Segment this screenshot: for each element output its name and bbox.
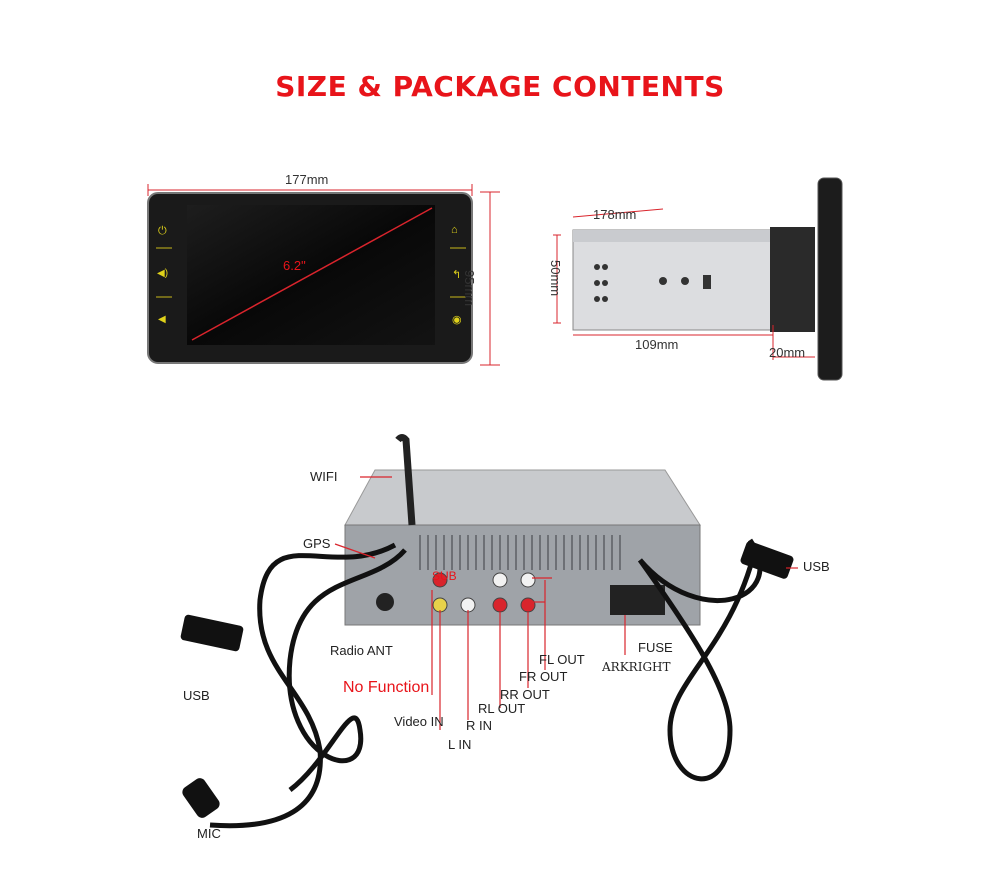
volume-up-icon[interactable]: ◀) — [157, 268, 169, 279]
side-height-label: 50mm — [548, 260, 563, 297]
no-function-label: No Function — [343, 679, 430, 696]
power-icon[interactable]: ⏻ — [158, 225, 167, 237]
volume-down-icon[interactable]: ◀ — [158, 314, 166, 325]
side-view: 178mm 50mm 109mm 20mm — [545, 175, 850, 385]
rear-view-drawing — [180, 434, 798, 829]
usb-right-label: USB — [803, 559, 830, 574]
video-in-label: Video IN — [394, 714, 444, 729]
wifi-label: WIFI — [310, 469, 338, 484]
gps-label: GPS — [303, 536, 331, 551]
fr-out-label: FR OUT — [519, 669, 568, 684]
side-depth-label: 178mm — [593, 207, 637, 222]
fl-out-label: FL OUT — [539, 652, 585, 667]
l-in-label: L IN — [448, 737, 472, 752]
side-body-label: 109mm — [635, 337, 679, 352]
navigation-icon[interactable]: ◉ — [452, 314, 462, 326]
home-icon[interactable]: ⌂ — [451, 224, 458, 236]
watermark-text: ARKRIGHT — [602, 660, 671, 674]
rear-view — [170, 430, 870, 850]
page-title: SIZE & PACKAGE CONTENTS — [275, 70, 725, 103]
rr-out-label: RR OUT — [500, 687, 550, 702]
diagonal-label: 6.2" — [283, 258, 306, 273]
usb-left-label: USB — [183, 688, 210, 703]
side-front-label: 20mm — [769, 345, 806, 360]
rl-out-label: RL OUT — [478, 701, 526, 716]
side-view-drawing — [553, 177, 843, 381]
front-view: 177mm 95mm 6.2" ⏻ ◀) ◀ ⌂ ↰ ◉ — [140, 170, 510, 370]
front-view-drawing — [147, 184, 500, 366]
fuse-label: FUSE — [638, 640, 673, 655]
sub-label: SUB — [432, 569, 457, 583]
back-icon[interactable]: ↰ — [452, 269, 462, 281]
front-width-label: 177mm — [285, 172, 329, 187]
r-in-label: R IN — [466, 718, 492, 733]
front-height-label: 95mm — [462, 270, 477, 307]
radio-ant-label: Radio ANT — [330, 643, 393, 658]
mic-label: MIC — [197, 826, 221, 841]
